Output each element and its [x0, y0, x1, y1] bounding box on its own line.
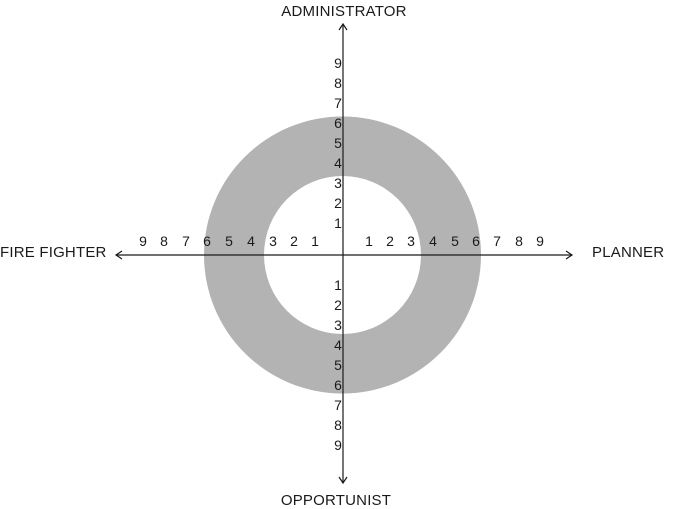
arrow-right-icon	[565, 250, 574, 260]
tick: 4	[334, 337, 342, 353]
ticks-top: 1 2 3 4 5 6 7 8 9	[334, 55, 342, 231]
tick: 4	[429, 233, 437, 249]
tick: 6	[334, 115, 342, 131]
tick: 8	[515, 233, 523, 249]
tick: 7	[493, 233, 501, 249]
arrow-down-icon	[338, 476, 348, 485]
tick: 8	[334, 417, 342, 433]
axis-label-right: PLANNER	[592, 244, 664, 261]
tick: 1	[311, 233, 319, 249]
tick: 3	[334, 175, 342, 191]
tick: 2	[386, 233, 394, 249]
tick: 7	[334, 95, 342, 111]
axis-label-top: ADMINISTRATOR	[281, 3, 406, 20]
tick: 5	[334, 135, 342, 151]
ticks-left: 1 2 3 4 5 6 7 8 9	[139, 233, 319, 249]
tick: 3	[334, 317, 342, 333]
score-ring	[204, 116, 481, 394]
tick: 6	[334, 377, 342, 393]
tick: 6	[203, 233, 211, 249]
tick: 4	[247, 233, 255, 249]
ticks-right: 1 2 3 4 5 6 7 8 9	[365, 233, 544, 249]
tick: 1	[334, 215, 342, 231]
axis-label-left: FIRE FIGHTER	[0, 244, 107, 261]
tick: 9	[334, 437, 342, 453]
tick: 2	[334, 297, 342, 313]
tick: 5	[334, 357, 342, 373]
tick: 5	[225, 233, 233, 249]
horizontal-axis	[114, 250, 574, 260]
tick: 7	[334, 397, 342, 413]
tick: 1	[334, 277, 342, 293]
tick: 2	[334, 195, 342, 211]
tick: 3	[407, 233, 415, 249]
tick: 8	[334, 75, 342, 91]
tick: 1	[365, 233, 373, 249]
arrow-up-icon	[338, 22, 348, 31]
axis-label-bottom: OPPORTUNIST	[281, 492, 391, 509]
tick: 9	[536, 233, 544, 249]
arrow-left-icon	[114, 250, 123, 260]
tick: 2	[290, 233, 298, 249]
tick: 9	[334, 55, 342, 71]
vertical-axis	[338, 22, 348, 485]
tick: 4	[334, 155, 342, 171]
tick: 8	[160, 233, 168, 249]
tick: 7	[182, 233, 190, 249]
tick: 5	[451, 233, 459, 249]
tick: 6	[472, 233, 480, 249]
tick: 9	[139, 233, 147, 249]
ticks-bottom: 1 2 3 4 5 6 7 8 9	[334, 277, 342, 453]
tick: 3	[269, 233, 277, 249]
